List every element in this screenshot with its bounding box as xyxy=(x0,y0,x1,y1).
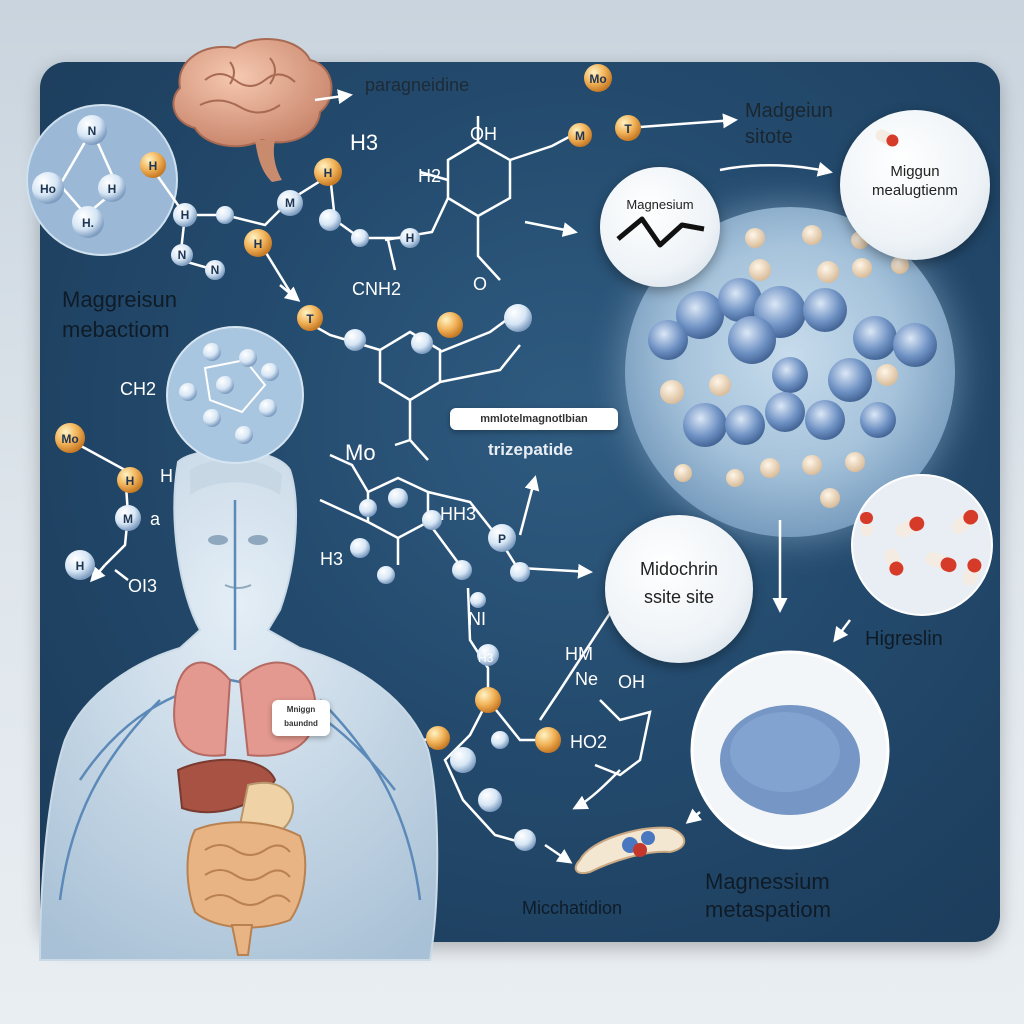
tirzepatide-label: trizepatide xyxy=(488,440,574,459)
mitochondria-bubble: Midochrin ssite site xyxy=(605,515,753,663)
capsules xyxy=(860,509,982,586)
nanoparticles xyxy=(648,225,937,508)
formula-mo: Mo xyxy=(345,440,376,465)
formula-cnh2: CNH2 xyxy=(352,279,401,299)
atom-mo: Mo xyxy=(61,432,78,446)
formula-labels: H3 OH H2 CNH2 O Mo HH3 H3 NI H3 HM Ne OH… xyxy=(120,124,645,752)
zigzag-icon xyxy=(616,216,705,248)
formula-h3-top: H3 xyxy=(350,130,378,155)
atom-t: T xyxy=(624,122,632,136)
atom-m: M xyxy=(123,512,133,526)
atom-n: N xyxy=(88,124,97,138)
organ-tag: Mniggn baundnd xyxy=(272,700,330,736)
formula-hh3: HH3 xyxy=(440,504,476,524)
atom-h: H xyxy=(254,237,263,251)
formula-h3-left: H3 xyxy=(320,549,343,569)
capsule-molecule xyxy=(574,826,686,874)
paragneidine-label: paragneidine xyxy=(365,75,470,95)
blue-atoms xyxy=(32,115,536,851)
magnesium-site-label: Madgeiun sitote xyxy=(745,100,833,148)
atom-h: H xyxy=(324,166,333,180)
atom-h: H xyxy=(181,208,190,222)
miggun-bubble: Miggun mealugtienm xyxy=(840,110,990,260)
atom-h: H. xyxy=(82,216,94,230)
formula-a: a xyxy=(150,509,161,529)
brain-icon xyxy=(172,37,333,182)
atom-t: T xyxy=(306,312,314,326)
formula-oi3: OI3 xyxy=(128,576,157,596)
formula-ch2: CH2 xyxy=(120,379,156,399)
formula-oh-top: OH xyxy=(470,124,497,144)
formula-ho2: HO2 xyxy=(570,732,607,752)
tirzepatide-tag: mmlotelmagnotlbian xyxy=(450,408,618,430)
magnesium-bubble: Magnesium xyxy=(600,167,720,287)
atom-m: M xyxy=(575,129,585,143)
atom-m: M xyxy=(285,196,295,210)
formula-hm: HM xyxy=(565,644,593,664)
formula-oh: OH xyxy=(618,672,645,692)
formula-o: O xyxy=(473,274,487,294)
formula-h3-small: H3 xyxy=(478,651,494,665)
higreslin-label: Higreslin xyxy=(865,628,943,650)
micchatidion-label: Micchatidion xyxy=(522,898,623,918)
mitochondria-bubble-label: Midochrin ssite site xyxy=(639,559,719,607)
atom-h: H xyxy=(406,231,415,245)
atom-n: N xyxy=(211,263,220,277)
left-title-label: Maggreisun mebactiom xyxy=(62,287,177,342)
magnesium-bubble-label: Magnesium xyxy=(626,197,694,212)
atom-h: H xyxy=(149,159,158,173)
atom-h: H xyxy=(108,182,117,196)
flow-arrows xyxy=(90,89,851,864)
magnessium-metaspatiom-label: Magnessium metaspatiom xyxy=(705,869,831,922)
atom-bubble-left-center xyxy=(166,326,304,464)
formula-h2: H2 xyxy=(418,166,441,186)
human-body-figure xyxy=(38,449,439,961)
orange-atoms xyxy=(55,64,641,753)
atom-h: H xyxy=(126,474,135,488)
pill-icon xyxy=(875,129,899,147)
formula-ni: NI xyxy=(468,609,486,629)
atom-ho: Ho xyxy=(40,182,56,196)
atom-letters: N Ho H H H. H N M H H N H Mo M T Mo H M … xyxy=(40,72,632,573)
atom-h: H xyxy=(76,559,85,573)
atom-n: N xyxy=(178,248,187,262)
atom-p: P xyxy=(498,532,506,546)
miggun-bubble-label: Miggun mealugtienm xyxy=(872,163,958,199)
formula-h-left: H xyxy=(160,466,173,486)
atom-mo: Mo xyxy=(589,72,606,86)
small-atoms xyxy=(179,343,279,444)
formula-ne: Ne xyxy=(575,669,598,689)
pill-bubble xyxy=(851,474,993,616)
